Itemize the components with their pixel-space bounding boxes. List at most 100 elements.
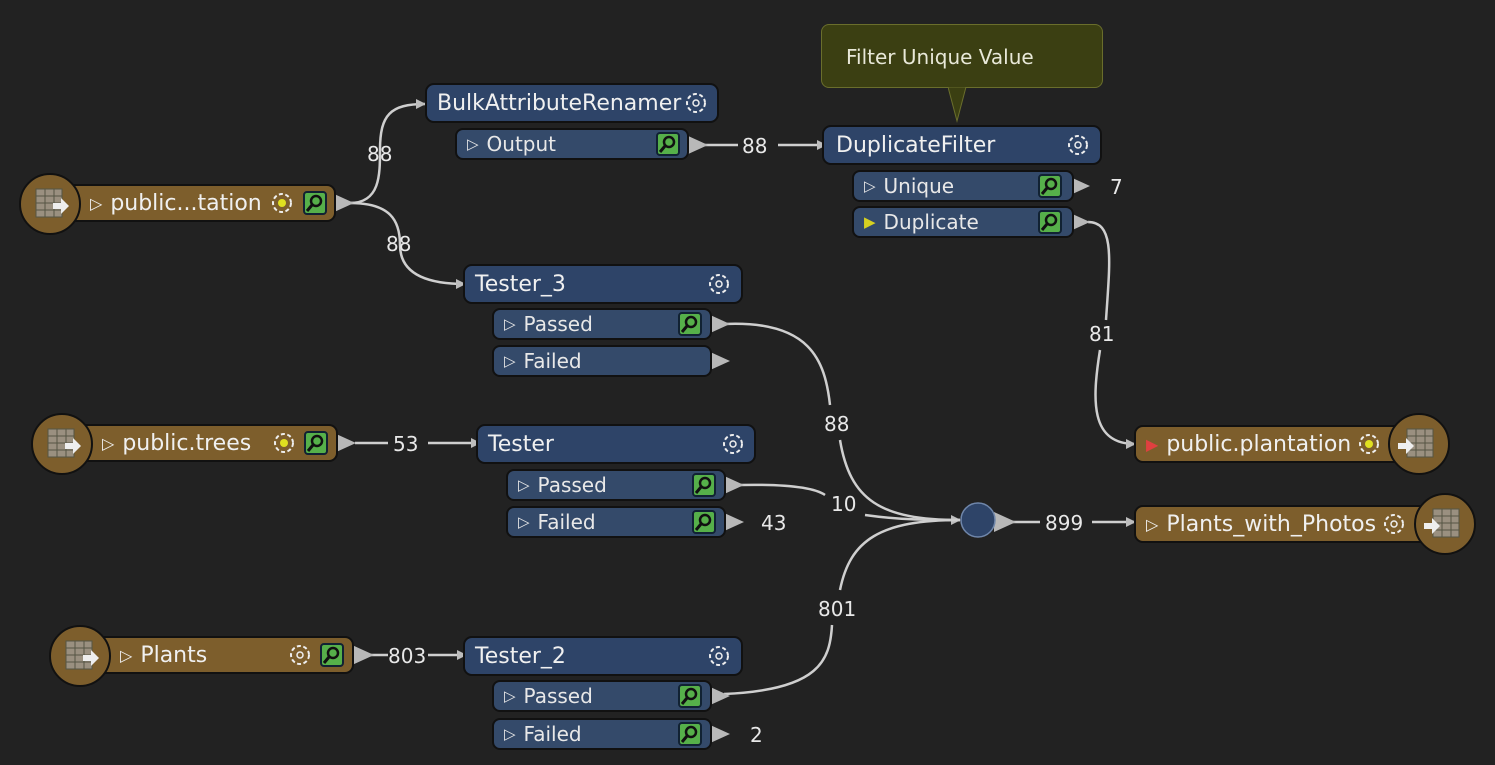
port-tip	[722, 512, 744, 532]
writer-gear-icon[interactable]	[1380, 510, 1408, 538]
output-port[interactable]: ▷ Output	[455, 128, 689, 160]
reader-gear-icon[interactable]	[286, 641, 314, 669]
inspect-icon[interactable]	[656, 132, 680, 156]
transformer-tester2[interactable]: Tester_2	[463, 636, 743, 676]
feature-count: 53	[393, 432, 419, 456]
reader-gear-icon[interactable]	[270, 429, 298, 457]
reader-label: public...tation	[110, 190, 262, 216]
writer-expand-icon[interactable]: ▷	[1146, 514, 1159, 534]
transformer-duplicatefilter[interactable]: DuplicateFilter	[822, 125, 1102, 165]
feature-count: 88	[742, 134, 768, 158]
transformer-tester3[interactable]: Tester_3	[463, 264, 743, 304]
feature-count: 10	[831, 492, 857, 516]
port-expand-icon[interactable]: ▷	[518, 513, 530, 531]
feature-count: 899	[1045, 511, 1084, 535]
port-tip	[708, 724, 730, 744]
feature-count: 81	[1089, 322, 1115, 346]
duplicate-port[interactable]: ▶ Duplicate	[852, 206, 1074, 238]
reader-gear-icon[interactable]	[268, 189, 296, 217]
inspect-icon[interactable]	[1038, 210, 1062, 234]
port-expand-icon[interactable]: ▷	[864, 177, 876, 195]
reader-label: public.trees	[122, 430, 252, 456]
inspect-icon[interactable]	[1038, 174, 1062, 198]
unique-port[interactable]: ▷ Unique	[852, 170, 1074, 202]
port-tip	[994, 512, 1016, 532]
writer-label: public.plantation	[1166, 431, 1352, 457]
reader-inspect-icon[interactable]	[304, 431, 328, 455]
transformer-name: DuplicateFilter	[836, 132, 996, 158]
port-label: Failed	[523, 349, 582, 373]
port-tip	[332, 193, 354, 213]
transformer-name: Tester_3	[475, 271, 566, 297]
feature-count: 88	[386, 232, 412, 256]
wire-tester-to-junction	[739, 483, 826, 497]
writer-feature-type[interactable]: ▶ public.plantation	[1134, 425, 1404, 463]
feature-count: 801	[818, 597, 857, 621]
port-tip	[686, 135, 708, 155]
failed-port[interactable]: ▷ Failed	[492, 345, 712, 377]
port-label: Passed	[523, 312, 593, 336]
port-expand-icon[interactable]: ▷	[504, 352, 516, 370]
inspect-icon[interactable]	[678, 722, 702, 746]
port-tip	[708, 351, 730, 371]
writer-expand-icon[interactable]: ▶	[1146, 434, 1159, 454]
writer-label: Plants_with_Photos	[1166, 511, 1377, 537]
port-label: Failed	[523, 722, 582, 746]
gear-icon[interactable]	[719, 430, 747, 458]
reader-expand-icon[interactable]: ▷	[90, 193, 103, 213]
port-tip	[352, 645, 374, 665]
port-expand-icon[interactable]: ▷	[504, 687, 516, 705]
reader-expand-icon[interactable]: ▷	[120, 645, 133, 665]
failed-port[interactable]: ▷ Failed	[492, 718, 712, 750]
gear-icon[interactable]	[682, 89, 710, 117]
feature-count: 803	[388, 644, 427, 668]
reader-feature-type[interactable]: ▷ public.trees	[76, 424, 338, 462]
inspect-icon[interactable]	[678, 312, 702, 336]
port-label: Duplicate	[883, 210, 979, 234]
port-expand-icon[interactable]: ▷	[504, 315, 516, 333]
wire-reader-to-bulk	[349, 99, 426, 205]
tooltip-pointer	[948, 87, 967, 123]
reader-feature-type[interactable]: ▷ Plants	[94, 636, 354, 674]
transformer-name: Tester_2	[475, 643, 566, 669]
failed-port[interactable]: ▷ Failed	[506, 506, 726, 538]
inspect-icon[interactable]	[692, 510, 716, 534]
passed-port[interactable]: ▷ Passed	[506, 469, 726, 501]
reader-expand-icon[interactable]: ▷	[102, 433, 115, 453]
port-tip	[708, 686, 730, 706]
passed-port[interactable]: ▷ Passed	[492, 680, 712, 712]
port-label: Passed	[523, 684, 593, 708]
port-tip	[334, 433, 356, 453]
port-tip	[722, 475, 744, 495]
feature-count: 2	[750, 723, 763, 747]
gear-icon[interactable]	[705, 642, 733, 670]
tooltip-text: Filter Unique Value	[846, 45, 1034, 69]
port-expand-icon[interactable]: ▷	[504, 725, 516, 743]
inspect-icon[interactable]	[678, 684, 702, 708]
inspect-icon[interactable]	[692, 473, 716, 497]
gear-icon[interactable]	[705, 270, 733, 298]
feature-count: 7	[1110, 175, 1123, 199]
port-label: Output	[486, 132, 557, 156]
reader-inspect-icon[interactable]	[303, 191, 327, 215]
feature-count: 88	[824, 412, 850, 436]
transformer-name: Tester	[488, 431, 554, 457]
reader-database-icon	[49, 625, 111, 687]
feature-count: 88	[367, 142, 393, 166]
port-label: Unique	[883, 174, 955, 198]
annotation-tooltip: Filter Unique Value	[821, 24, 1103, 88]
port-label: Failed	[537, 510, 596, 534]
port-expand-icon[interactable]: ▷	[518, 476, 530, 494]
writer-gear-icon[interactable]	[1355, 430, 1383, 458]
transformer-tester[interactable]: Tester	[476, 424, 756, 464]
reader-database-icon	[19, 173, 81, 235]
wire-tester2-to-junction	[723, 624, 834, 696]
transformer-bulkattributerenamer[interactable]: BulkAttributeRenamer	[425, 83, 719, 123]
gear-icon[interactable]	[1064, 131, 1092, 159]
port-expand-icon[interactable]: ▶	[864, 213, 876, 231]
reader-inspect-icon[interactable]	[320, 643, 344, 667]
reader-database-icon	[31, 413, 93, 475]
passed-port[interactable]: ▷ Passed	[492, 308, 712, 340]
port-expand-icon[interactable]: ▷	[467, 135, 479, 153]
junction-node	[960, 502, 996, 538]
